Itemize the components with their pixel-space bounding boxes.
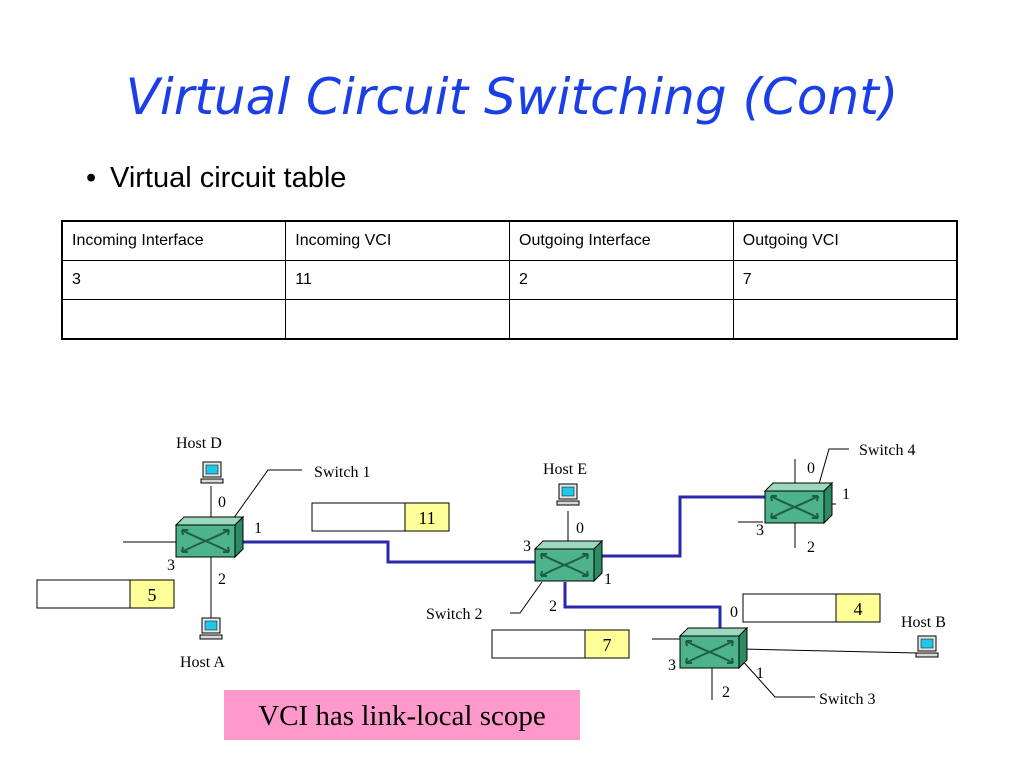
host-d-label: Host D <box>176 435 222 452</box>
vci-value-11: 11 <box>418 508 435 528</box>
slide-title: Virtual Circuit Switching (Cont) <box>125 68 899 126</box>
table-cell <box>285 299 510 340</box>
table-cell <box>732 299 958 340</box>
host-a-label: Host A <box>180 654 225 671</box>
switch-4-label: Switch 4 <box>859 442 915 459</box>
switch-1-port-0: 0 <box>218 494 226 511</box>
switch-2-label: Switch 2 <box>426 606 482 623</box>
table-cell: 2 <box>509 260 734 300</box>
thin-links <box>123 459 919 700</box>
bullet-text: Virtual circuit table <box>110 162 347 194</box>
vci-box-link-s3-b: 4 <box>742 593 881 623</box>
circuit-path <box>243 495 765 630</box>
host-e-computer-icon <box>556 483 580 506</box>
switch-3-icon <box>679 627 748 669</box>
table-cell: 7 <box>732 260 958 300</box>
switch-4-port-1: 1 <box>842 486 850 503</box>
callout-lines <box>227 448 849 698</box>
switch-1-port-3: 3 <box>167 557 175 574</box>
scope-note: VCI has link-local scope <box>224 690 580 740</box>
header-cell: Outgoing VCI <box>732 220 958 261</box>
vci-value-7: 7 <box>603 635 612 655</box>
switch-2-port-0: 0 <box>576 520 584 537</box>
switch-1-port-1: 1 <box>254 520 262 537</box>
switch-1-icon <box>175 516 244 558</box>
table-row <box>61 299 958 340</box>
table-cell <box>509 299 734 340</box>
switch-1-label: Switch 1 <box>314 464 370 481</box>
host-b-label: Host B <box>901 614 946 631</box>
header-cell: Incoming Interface <box>61 220 287 261</box>
table-cell <box>61 299 287 340</box>
switch-4-icon <box>764 482 833 524</box>
switch-4-port-3: 3 <box>756 522 764 539</box>
table-cell: 3 <box>61 260 287 300</box>
bullet-dot: • <box>86 162 97 194</box>
header-cell: Incoming VCI <box>285 220 510 261</box>
virtual-circuit-table: Incoming Interface Incoming VCI Outgoing… <box>61 220 958 340</box>
switch-1-port-2: 2 <box>218 571 226 588</box>
switch-2-port-3: 3 <box>523 538 531 555</box>
switch-3-port-0: 0 <box>730 604 738 621</box>
switch-3-port-2: 2 <box>722 684 730 701</box>
switch-4-port-2: 2 <box>807 539 815 556</box>
switch-3-port-3: 3 <box>668 657 676 674</box>
vci-box-link-a: 5 <box>36 579 175 609</box>
switch-4-port-0: 0 <box>807 460 815 477</box>
table-header-row: Incoming Interface Incoming VCI Outgoing… <box>61 220 958 261</box>
switch-2-icon <box>534 540 603 582</box>
switch-2-port-2: 2 <box>549 598 557 615</box>
host-b-computer-icon <box>915 635 939 658</box>
header-cell: Outgoing Interface <box>509 220 734 261</box>
table-cell: 11 <box>285 260 510 300</box>
switch-2-port-1: 1 <box>604 571 612 588</box>
host-d-computer-icon <box>200 461 224 484</box>
vci-value-5: 5 <box>148 585 157 605</box>
switch-3-port-1: 1 <box>756 665 764 682</box>
vci-box-link-s1-s2: 11 <box>311 502 450 532</box>
host-e-label: Host E <box>543 461 587 478</box>
switch-3-label: Switch 3 <box>819 691 875 708</box>
bullet-item: • Virtual circuit table <box>86 162 346 195</box>
vci-value-4: 4 <box>854 599 863 619</box>
host-a-computer-icon <box>199 617 223 640</box>
table-row: 3 11 2 7 <box>61 260 958 300</box>
vci-box-link-s2-s3: 7 <box>491 629 630 659</box>
